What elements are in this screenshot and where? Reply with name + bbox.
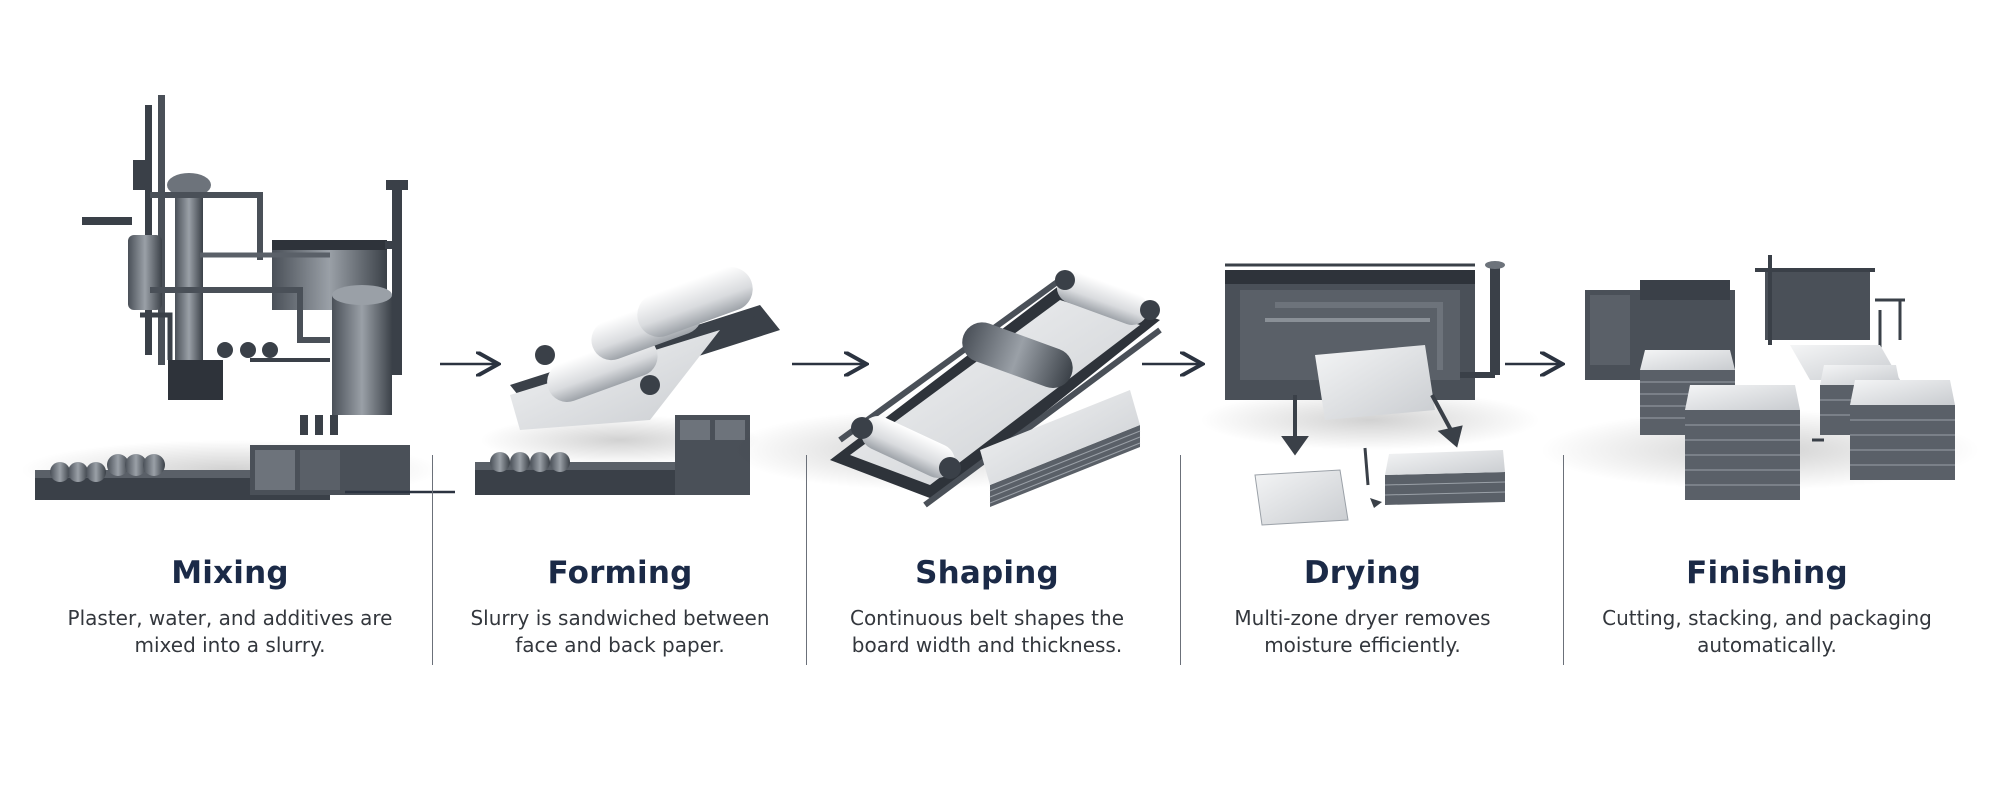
forming-machine-icon: [475, 267, 780, 495]
stage-description: Plaster, water, and additives are mixed …: [67, 606, 393, 657]
stage-title: Forming: [547, 555, 693, 591]
divider: [1563, 455, 1564, 665]
stage-description: Continuous belt shapes the board width a…: [849, 606, 1125, 657]
stage-drying: Drying Multi-zone dryer removes moisture…: [1190, 555, 1535, 675]
divider: [806, 455, 807, 665]
stage-title: Drying: [1303, 555, 1422, 591]
drying-machine-icon: [1200, 261, 1540, 526]
finishing-machine-icon: [1540, 255, 1980, 500]
mixing-machine-icon: [20, 95, 455, 500]
shaping-machine-icon: [730, 270, 1162, 508]
stage-finishing: Finishing Cutting, stacking, and packagi…: [1572, 555, 1962, 675]
stage-shaping: Shaping Continuous belt shapes the board…: [812, 555, 1162, 675]
stage-description: Cutting, stacking, and packaging automat…: [1602, 606, 1932, 657]
divider: [1180, 455, 1181, 665]
stage-description: Slurry is sandwiched between face and ba…: [470, 606, 770, 657]
stage-title: Mixing: [171, 555, 289, 591]
divider: [432, 455, 433, 665]
stage-description: Multi-zone dryer removes moisture effici…: [1234, 606, 1491, 657]
stage-title: Shaping: [915, 555, 1059, 591]
stage-mixing: Mixing Plaster, water, and additives are…: [40, 555, 420, 675]
stage-title: Finishing: [1686, 555, 1848, 591]
stage-forming: Forming Slurry is sandwiched between fac…: [440, 555, 800, 675]
